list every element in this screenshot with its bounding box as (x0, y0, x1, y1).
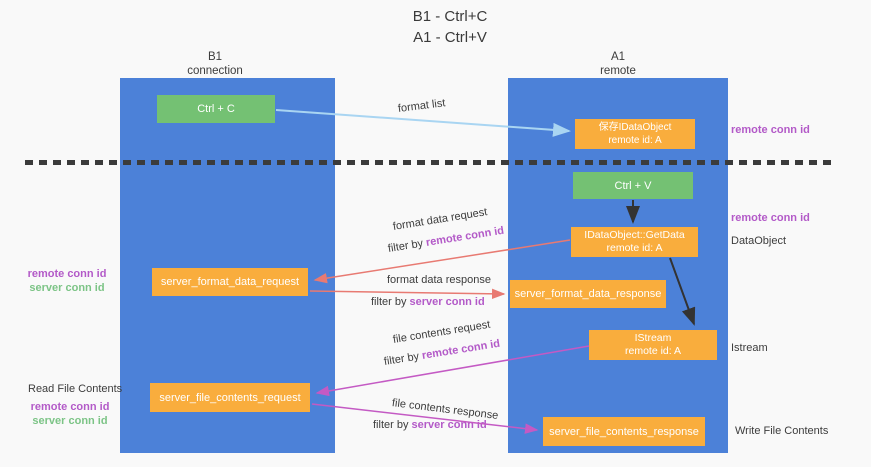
filter-prefix: filter by (373, 419, 412, 431)
filter-prefix: filter by (371, 296, 410, 308)
lane-a1-name: A1 (610, 51, 626, 63)
filter-prefix: filter by (383, 350, 423, 368)
save-idataobject-box: 保存IDataObject remote id: A (575, 119, 695, 149)
server-conn-id-highlight: server conn id (409, 296, 485, 308)
read-file-contents-label: Read File Contents (28, 383, 123, 395)
ctrl-c-box: Ctrl + C (157, 95, 275, 123)
server-file-contents-response-label: server_file_contents_response (549, 425, 699, 438)
diagram-title: B1 - Ctrl+C A1 - Ctrl+V (330, 6, 570, 48)
write-file-contents-label: Write File Contents (735, 425, 829, 437)
filter-by-server-conn-id-label-1: filter by server conn id (371, 296, 485, 308)
lane-header-b1: B1 connection (160, 50, 270, 78)
lane-b1-name: B1 (207, 51, 223, 63)
lane-b1-role: connection (187, 65, 243, 77)
remote-conn-id-highlight: remote conn id (421, 337, 501, 362)
server-format-data-request-box: server_format_data_request (152, 268, 308, 296)
ctrl-c-label: Ctrl + C (197, 103, 235, 115)
server-format-data-request-label: server_format_data_request (160, 276, 300, 288)
getdata-line1: IDataObject::GetData (584, 229, 685, 241)
server-format-data-response-box: server_format_data_response (510, 280, 666, 308)
server-conn-id-label-left-mid: server conn id (29, 282, 105, 294)
dataobject-label: DataObject (731, 235, 787, 247)
istream-box: IStream remote id: A (589, 330, 717, 360)
conn-id-stack-mid: remote conn id server conn id (22, 267, 112, 295)
title-line-b1: B1 - Ctrl+C (412, 8, 488, 25)
format-list-label: format list (397, 97, 447, 115)
server-file-contents-request-box: server_file_contents_request (150, 383, 310, 412)
title-line-a1: A1 - Ctrl+V (413, 29, 487, 46)
dashed-separator (25, 160, 833, 165)
remote-conn-id-label-right-mid: remote conn id (731, 212, 810, 224)
conn-id-stack-bottom: remote conn id server conn id (25, 400, 115, 428)
filter-prefix: filter by (387, 237, 427, 255)
lane-header-a1: A1 remote (563, 50, 673, 78)
istream-line1: IStream (634, 332, 672, 344)
save-idataobject-line2: remote id: A (608, 135, 662, 146)
lane-a1-role: remote (600, 65, 636, 77)
server-conn-id-highlight: server conn id (411, 419, 487, 431)
server-conn-id-label-left-bottom: server conn id (32, 415, 108, 427)
remote-conn-id-label-right-top: remote conn id (731, 124, 810, 136)
istream-line2: remote id: A (624, 345, 682, 357)
remote-conn-id-label-left-mid: remote conn id (27, 268, 107, 280)
filter-by-server-conn-id-label-2: filter by server conn id (373, 419, 487, 431)
ctrl-v-label: Ctrl + V (614, 179, 652, 192)
server-format-data-response-label: server_format_data_response (514, 288, 662, 300)
istream-side-label: Istream (731, 342, 768, 354)
getdata-line2: remote id: A (606, 242, 663, 254)
idataobject-getdata-box: IDataObject::GetData remote id: A (571, 227, 698, 257)
remote-conn-id-highlight: remote conn id (425, 224, 505, 249)
format-data-response-label: format data response (387, 274, 491, 286)
save-idataobject-line1: 保存IDataObject (598, 122, 672, 133)
format-data-response-arrow (309, 288, 506, 300)
server-file-contents-request-label: server_file_contents_request (159, 391, 301, 404)
remote-conn-id-label-left-bottom: remote conn id (30, 401, 110, 413)
server-file-contents-response-box: server_file_contents_response (543, 417, 705, 446)
ctrl-v-box: Ctrl + V (573, 172, 693, 199)
